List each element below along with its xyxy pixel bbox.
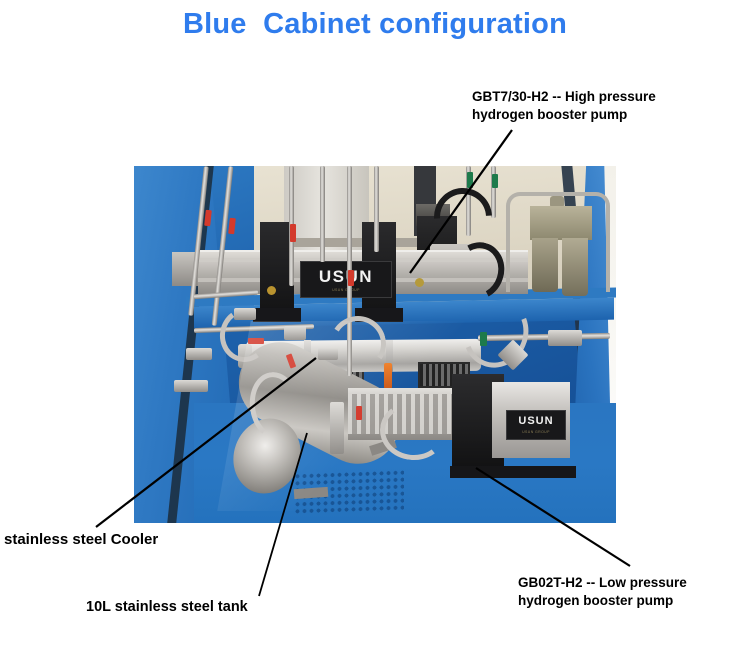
low-pressure-pump-tie-rods	[348, 394, 460, 434]
tube-fitting-3	[186, 348, 212, 360]
tube-fitting-4	[174, 380, 208, 392]
usun-logo-sublabel-lower: USUN GROUP	[522, 430, 550, 434]
air-filter-bowl	[532, 238, 558, 292]
high-pressure-pump-left-foot	[253, 308, 301, 322]
high-pressure-pump-brass-fitting-left	[267, 286, 276, 295]
tube-vertical-4	[320, 166, 325, 262]
tube-marker-red-5	[248, 338, 264, 344]
tube-fitting-2	[318, 348, 338, 360]
tube-fitting-1	[284, 326, 306, 340]
tube-vertical-6	[374, 166, 379, 252]
high-pressure-pump-right-foot	[355, 308, 403, 322]
tube-marker-red-7	[356, 406, 362, 420]
cabinet-gloss-reflection	[217, 321, 481, 511]
tube-fitting-7	[548, 330, 582, 346]
cooler-band-2	[386, 340, 393, 372]
filter-adjust-knob[interactable]	[550, 196, 564, 208]
page-title: Blue Cabinet configuration	[182, 8, 567, 40]
low-pressure-pump-base	[450, 466, 576, 478]
high-pressure-pump-brass-fitting-center	[415, 278, 424, 287]
air-filter-lubricator-body	[530, 206, 592, 240]
tube-fitting-6	[330, 402, 344, 454]
tube-marker-green-1	[467, 172, 473, 188]
tube-marker-red-3	[290, 224, 296, 242]
callout-cooler: stainless steel Cooler	[4, 531, 159, 548]
usun-logo-text-lower: USUN	[518, 415, 554, 427]
low-pressure-pump-brand-label: USUN USUN GROUP	[506, 410, 566, 440]
callout-tank: 10L stainless steel tank	[86, 599, 248, 615]
equipment-photo: USUN USUN GROUP USUN USUN GROUP	[134, 166, 616, 523]
callout-high-pressure-pump: GBT7/30-H2 -- High pressure hydrogen boo…	[472, 89, 656, 123]
tube-fitting-5	[234, 308, 256, 320]
tube-marker-green-2	[492, 174, 498, 188]
tube-marker-green-3	[480, 332, 487, 346]
usun-logo-text-upper: USUN	[318, 266, 374, 286]
cabinet-right-background	[604, 166, 616, 523]
cooler-valve-handle-2[interactable]	[384, 363, 392, 389]
air-lubricator-bowl	[562, 238, 588, 296]
high-pressure-pump-brand-label: USUN USUN GROUP	[300, 261, 392, 298]
usun-logo-sublabel-upper: USUN GROUP	[332, 287, 360, 292]
high-pressure-pump-left-support	[260, 222, 294, 310]
tube-marker-red-4	[348, 270, 354, 286]
callout-low-pressure-pump: GB02T-H2 -- Low pressure hydrogen booste…	[518, 575, 687, 609]
